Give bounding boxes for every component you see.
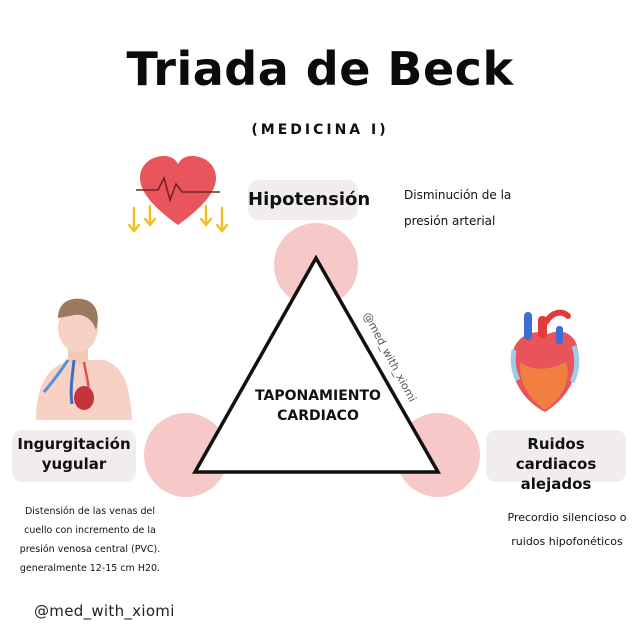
description-line: presión venosa central (PVC).: [19, 544, 161, 555]
node-label-top: Hipotensión: [248, 180, 370, 220]
label-line: yugular: [41, 455, 107, 473]
center-label: TAPONAMIENTO CARDIACO: [236, 386, 400, 426]
anatomical-heart-icon: [510, 309, 580, 412]
description-line: Distensión de las venas del: [24, 506, 156, 517]
center-label-line: CARDIACO: [277, 408, 359, 424]
down-arrows-icon: [127, 204, 229, 233]
node-description-top: Disminución de la presión arterial: [404, 182, 554, 234]
node-description-right: Precordio silencioso o ruidos hipofonéti…: [494, 506, 640, 554]
description-line: presión arterial: [404, 214, 496, 228]
center-label-line: TAPONAMIENTO: [255, 388, 381, 404]
label-line: alejados: [520, 475, 592, 493]
description-line: ruidos hipofonéticos: [511, 535, 623, 548]
footer-handle: @med_with_xiomi: [34, 602, 175, 620]
description-line: generalmente 12-15 cm H20.: [19, 563, 161, 574]
heart-pulse-icon: [136, 156, 220, 225]
human-torso-icon: [36, 298, 132, 420]
triangle: [192, 254, 442, 474]
node-label-right: Ruidos cardiacos alejados: [486, 430, 626, 493]
page-title: Triada de Beck: [126, 42, 514, 96]
description-line: Precordio silencioso o: [507, 511, 627, 524]
description-line: cuello con incremento de la: [24, 525, 156, 536]
label-line: Ruidos cardiacos: [515, 435, 597, 473]
node-circle-left: [144, 413, 228, 497]
node-description-left: Distensión de las venas del cuello con i…: [10, 502, 170, 578]
description-line: Disminución de la: [404, 188, 512, 202]
page-subtitle: (MEDICINA I): [251, 122, 389, 138]
label-line: Ingurgitación: [17, 435, 131, 453]
node-label-left: Ingurgitación yugular: [12, 430, 136, 482]
